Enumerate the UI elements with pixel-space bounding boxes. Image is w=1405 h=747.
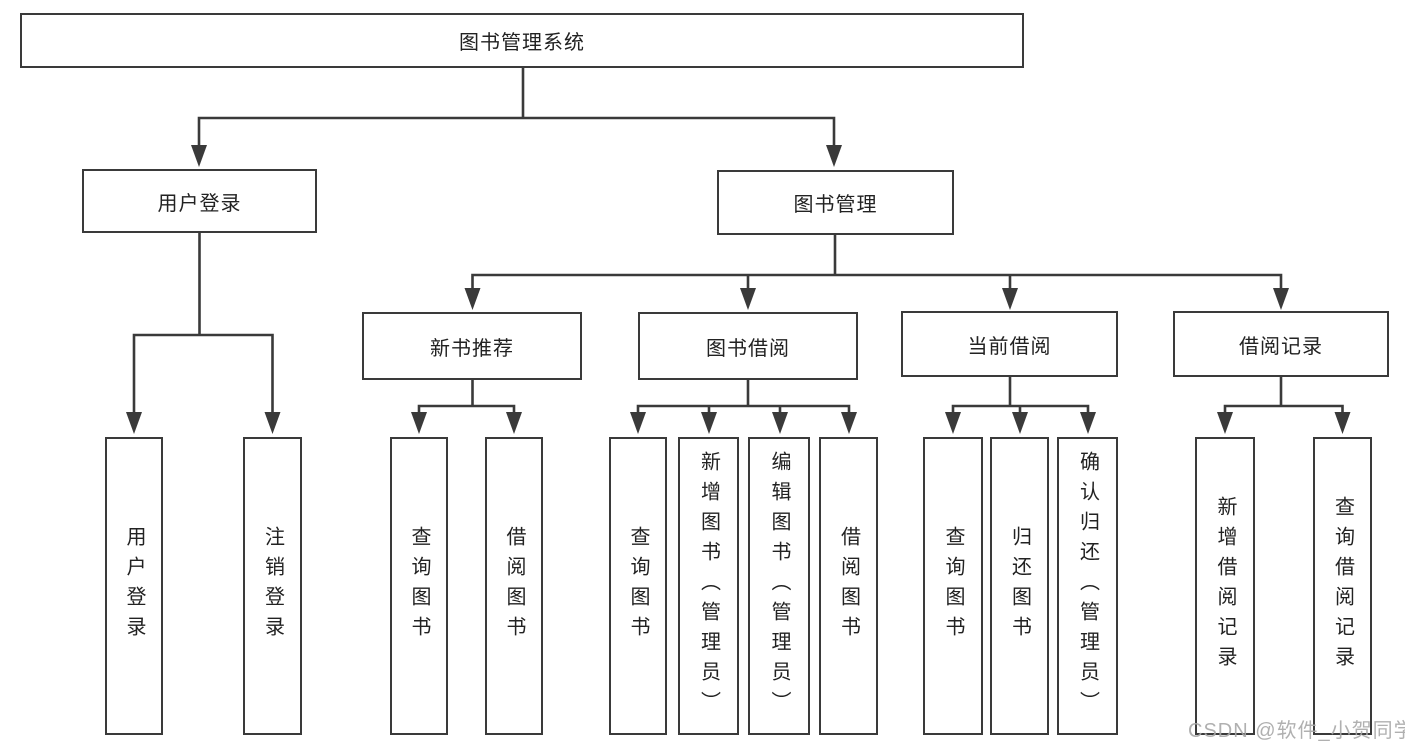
node-current-borrow: 当前借阅: [901, 311, 1118, 377]
leaf-bb-add-books-admin-label: 新增图书（管理员）: [697, 451, 720, 721]
leaf-nb-query-books: 查询图书: [390, 437, 448, 735]
leaf-bb-borrow-books: 借阅图书: [819, 437, 878, 735]
leaf-cb-confirm-return-admin-label: 确认归还（管理员）: [1076, 451, 1099, 721]
leaf-user-login-label: 用户登录: [123, 526, 145, 646]
leaf-cb-query-books-label: 查询图书: [942, 526, 964, 646]
node-library-system: 图书管理系统: [20, 13, 1024, 68]
node-new-book-recommend: 新书推荐: [362, 312, 582, 380]
leaf-bb-edit-books-admin: 编辑图书（管理员）: [748, 437, 810, 735]
arrowheads: [126, 145, 1351, 434]
node-borrow-records-label: 借阅记录: [1239, 335, 1323, 358]
leaf-br-add-record: 新增借阅记录: [1195, 437, 1255, 735]
leaf-br-query-record: 查询借阅记录: [1313, 437, 1372, 735]
leaf-bb-borrow-books-label: 借阅图书: [837, 526, 860, 646]
leaf-bb-query-books: 查询图书: [609, 437, 667, 735]
node-book-management-label: 图书管理: [793, 194, 878, 216]
node-current-borrow-label: 当前借阅: [967, 335, 1052, 358]
leaf-cb-query-books: 查询图书: [923, 437, 983, 735]
node-book-borrow: 图书借阅: [638, 312, 858, 380]
node-library-system-label: 图书管理系统: [459, 32, 585, 54]
leaf-cb-return-books-label: 归还图书: [1008, 526, 1031, 646]
leaf-nb-borrow-books: 借阅图书: [485, 437, 543, 735]
node-user-login-label: 用户登录: [157, 192, 242, 215]
leaf-br-add-record-label: 新增借阅记录: [1214, 496, 1236, 676]
leaf-br-query-record-label: 查询借阅记录: [1331, 496, 1354, 676]
node-new-book-recommend-label: 新书推荐: [430, 337, 514, 360]
leaf-logout-login: 注销登录: [243, 437, 302, 735]
csdn-watermark: CSDN @软件_小贺同学: [1188, 720, 1405, 742]
leaf-bb-edit-books-admin-label: 编辑图书（管理员）: [768, 451, 790, 721]
leaf-bb-query-books-label: 查询图书: [627, 526, 649, 646]
leaf-nb-query-books-label: 查询图书: [408, 526, 430, 646]
leaf-cb-confirm-return-admin: 确认归还（管理员）: [1057, 437, 1118, 735]
leaf-bb-add-books-admin: 新增图书（管理员）: [678, 437, 739, 735]
node-borrow-records: 借阅记录: [1173, 311, 1389, 377]
node-book-borrow-label: 图书借阅: [706, 337, 790, 360]
leaf-logout-login-label: 注销登录: [261, 526, 284, 646]
leaf-user-login: 用户登录: [105, 437, 163, 735]
node-user-login: 用户登录: [82, 169, 317, 233]
leaf-nb-borrow-books-label: 借阅图书: [503, 526, 525, 646]
leaf-cb-return-books: 归还图书: [990, 437, 1049, 735]
node-book-management: 图书管理: [717, 170, 954, 235]
